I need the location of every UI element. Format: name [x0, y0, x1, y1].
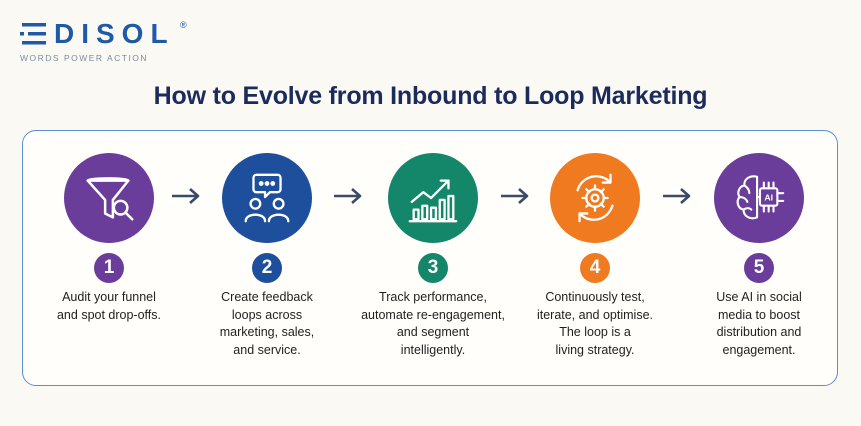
page-title: How to Evolve from Inbound to Loop Marke… [153, 82, 708, 110]
arrow-right-icon [501, 188, 529, 204]
registered-mark: ® [180, 20, 187, 30]
feedback-people-icon [244, 173, 290, 223]
step-2-icon-circle [222, 153, 312, 243]
brand-tagline: WORDS POWER ACTION [20, 53, 149, 63]
brand-name: DISOL [54, 18, 175, 49]
step-3-number: 3 [418, 253, 448, 283]
step-5: AI 5 Use AI in social media to boost dis… [679, 131, 839, 387]
step-2-number: 2 [252, 253, 282, 283]
ai-brain-icon: AI [736, 175, 785, 220]
step-5-text: Use AI in social media to boost distribu… [716, 290, 802, 357]
step-4-text: Continuously test, iterate, and optimise… [536, 290, 654, 357]
step-3: 3 Track performance, automate re-engagem… [353, 131, 513, 387]
step-1-text: Audit your funnel and spot drop-offs. [56, 290, 161, 322]
funnel-search-icon [86, 177, 134, 221]
arrow-right-icon [172, 188, 200, 204]
step-3-icon-circle [388, 153, 478, 243]
step-2-text: Create feedback loops across marketing, … [219, 290, 315, 357]
step-1: 1 Audit your funnel and spot drop-offs. [29, 131, 189, 387]
step-2: 2 Create feedback loops across marketing… [187, 131, 347, 387]
logo-mark-icon [20, 23, 46, 45]
steps-panel: 1 Audit your funnel and spot drop-offs. … [22, 130, 838, 386]
step-1-icon-circle [64, 153, 154, 243]
gear-cycle-icon [576, 173, 614, 223]
step-5-number: 5 [744, 253, 774, 283]
ai-chip-label: AI [764, 192, 773, 202]
step-1-number: 1 [94, 253, 124, 283]
arrow-right-icon [334, 188, 362, 204]
step-4: 4 Continuously test, iterate, and optimi… [515, 131, 675, 387]
step-4-number: 4 [580, 253, 610, 283]
growth-chart-icon [408, 179, 458, 223]
brand-logo: DISOL ® WORDS POWER ACTION [20, 18, 220, 70]
arrow-right-icon [663, 188, 691, 204]
step-3-text: Track performance, automate re-engagemen… [361, 290, 505, 357]
step-5-icon-circle: AI [714, 153, 804, 243]
step-4-icon-circle [550, 153, 640, 243]
